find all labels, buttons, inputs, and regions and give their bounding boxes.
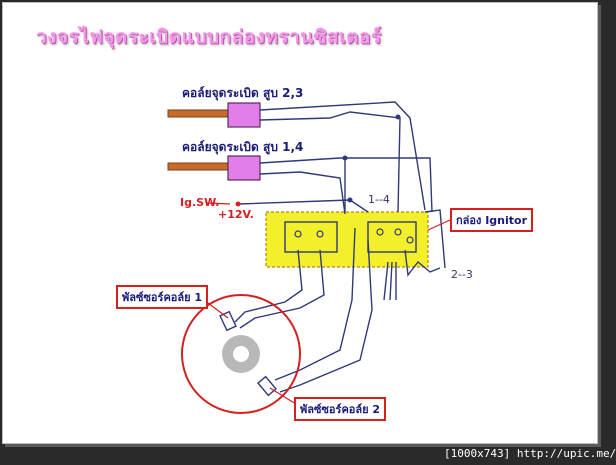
handwritten-2-3: 2--3: [451, 268, 473, 281]
wires: [234, 101, 446, 393]
coil-2-3-body: [227, 102, 261, 128]
ignitor-leader: [427, 219, 451, 231]
wiring-diagram: [167, 101, 451, 414]
handwritten-1-4: 1--4: [368, 193, 390, 206]
image-source-footer: [1000x743] http://upic.me/: [444, 447, 616, 460]
pulser-ring: [181, 294, 301, 414]
ignitor-connector-right: [367, 221, 417, 253]
coil-1-4-label: คอล์ยจุดระเบิด สูบ 1,4: [182, 140, 304, 154]
ignitor-box: [265, 211, 429, 268]
coil-1-4-body: [227, 155, 261, 181]
pulser-1-label: พัลซ์ซอร์คอล์ย 1: [116, 285, 209, 309]
pulser-2-pickup: [257, 375, 277, 397]
ignitor-connector-left: [284, 221, 338, 253]
ignitor-pins: [294, 228, 414, 244]
ig-sw-label: Ig.SW.: [180, 196, 220, 209]
plus-12v-label: +12V.: [218, 208, 254, 221]
junction-dots: [342, 114, 401, 203]
ig-sw-terminal: [235, 201, 241, 207]
coil-2-3: [167, 102, 261, 128]
coil-2-3-label: คอล์ยจุดระเบิด สูบ 2,3: [182, 86, 304, 100]
coil-2-3-lead: [167, 109, 229, 118]
pulser-2-leader: [269, 387, 297, 405]
ignitor-label: กล่อง Ignitor: [450, 208, 534, 232]
coil-1-4-lead: [167, 162, 229, 171]
pulser-1-pickup: [219, 310, 237, 332]
diagram-title: วงจรไฟจุดระเบิดแบบกล่องทรานซิสเตอร์: [36, 26, 382, 48]
pulser-2-label: พัลซ์ซอร์คอล์ย 2: [294, 397, 387, 421]
coil-1-4: [167, 155, 261, 181]
